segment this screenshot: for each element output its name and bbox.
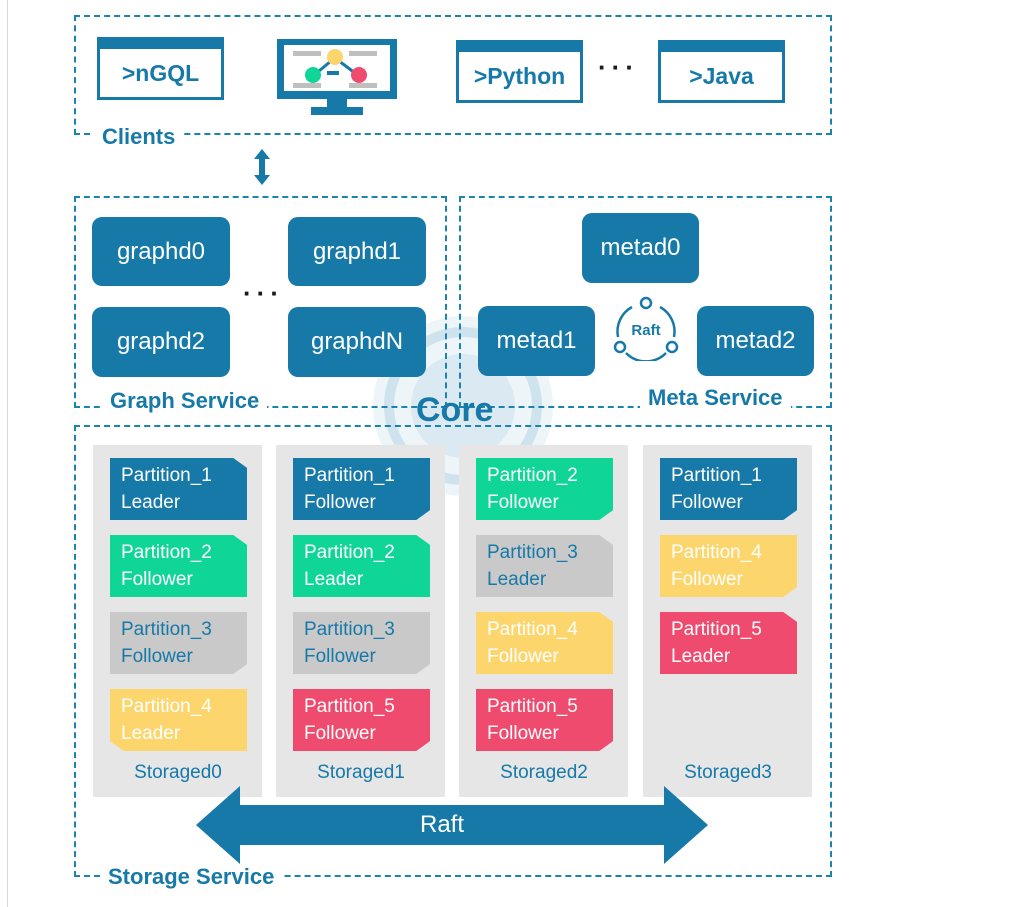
client-python-label: >Python [473, 62, 566, 89]
graph-service-label: Graph Service [102, 388, 268, 414]
partition-name: Partition_4 [487, 619, 578, 640]
partition-name: Partition_2 [487, 465, 578, 486]
client-python: >Python [456, 40, 583, 103]
partition-role: Follower [487, 492, 559, 513]
partition-card: Partition_2 Leader [293, 535, 430, 597]
partition-name: Partition_2 [121, 542, 212, 563]
graphd0-node: graphd0 [92, 217, 230, 286]
partition-role: Follower [487, 646, 559, 667]
partition-name: Partition_1 [671, 465, 762, 486]
raft-cycle-icon [613, 296, 679, 361]
partition-role: Follower [304, 723, 376, 744]
meta-service-label: Meta Service [640, 385, 791, 411]
clients-label: Clients [94, 124, 184, 150]
graphd2-node: graphd2 [92, 307, 230, 377]
partition-card: Partition_4 Leader [110, 689, 247, 751]
metad0-node: metad0 [582, 213, 699, 283]
partition-card: Partition_3 Follower [293, 612, 430, 674]
partition-name: Partition_5 [487, 696, 578, 717]
metad2-node: metad2 [697, 306, 814, 376]
partition-card: Partition_3 Leader [476, 535, 613, 597]
partition-name: Partition_3 [304, 619, 395, 640]
partition-role: Leader [304, 569, 364, 590]
client-ngql: >nGQL [97, 37, 224, 100]
graph-ellipsis: ··· [243, 278, 284, 308]
partition-role: Leader [671, 646, 731, 667]
clients-region [74, 15, 832, 135]
partition-card: Partition_2 Follower [476, 458, 613, 520]
left-border-line [7, 0, 8, 907]
partition-role: Follower [304, 646, 376, 667]
partition-card: Partition_5 Leader [660, 612, 797, 674]
partition-name: Partition_4 [121, 696, 212, 717]
client-java: >Java [658, 40, 785, 103]
partition-role: Leader [121, 492, 181, 513]
partition-role: Follower [671, 492, 743, 513]
raft-double-arrow [196, 786, 708, 864]
partition-card: Partition_3 Follower [110, 612, 247, 674]
storage-raft-label: Raft [420, 811, 465, 838]
partition-name: Partition_5 [304, 696, 395, 717]
partition-role: Follower [671, 569, 743, 590]
partition-name: Partition_2 [304, 542, 395, 563]
partition-name: Partition_5 [671, 619, 762, 640]
partition-card: Partition_5 Follower [293, 689, 430, 751]
partition-name: Partition_3 [487, 542, 578, 563]
partition-card: Partition_1 Leader [110, 458, 247, 520]
core-label: Core [416, 391, 494, 429]
graphdN-node: graphdN [288, 307, 426, 377]
window-titlebar [100, 40, 221, 49]
metad1-node: metad1 [478, 306, 595, 376]
storaged3-label: Storaged3 [684, 762, 772, 783]
partition-card: Partition_1 Follower [660, 458, 797, 520]
window-titlebar [459, 43, 580, 52]
partition-name: Partition_4 [671, 542, 762, 563]
storaged2-label: Storaged2 [500, 762, 588, 783]
client-ngql-label: >nGQL [121, 59, 200, 86]
partition-role: Follower [121, 646, 193, 667]
partition-role: Leader [487, 569, 547, 590]
partition-role: Leader [121, 723, 181, 744]
partition-name: Partition_1 [304, 465, 395, 486]
graphd1-node: graphd1 [288, 217, 426, 286]
partition-card: Partition_1 Follower [293, 458, 430, 520]
partition-card: Partition_4 Follower [476, 612, 613, 674]
double-arrow-icon [254, 149, 270, 185]
graph-monitor-icon [277, 39, 397, 115]
meta-raft-label: Raft [631, 322, 661, 339]
partition-name: Partition_1 [121, 465, 212, 486]
partition-role: Follower [121, 569, 193, 590]
partition-role: Follower [487, 723, 559, 744]
clients-ellipsis: ··· [598, 52, 639, 82]
storaged0-label: Storaged0 [134, 762, 222, 783]
window-titlebar [661, 43, 782, 52]
partition-role: Follower [304, 492, 376, 513]
storage-service-region [74, 425, 832, 877]
client-java-label: >Java [689, 62, 754, 89]
partition-card: Partition_5 Follower [476, 689, 613, 751]
partition-name: Partition_3 [121, 619, 212, 640]
storage-service-label: Storage Service [100, 864, 283, 890]
storaged1-label: Storaged1 [317, 762, 405, 783]
partition-card: Partition_4 Follower [660, 535, 797, 597]
partition-card: Partition_2 Follower [110, 535, 247, 597]
